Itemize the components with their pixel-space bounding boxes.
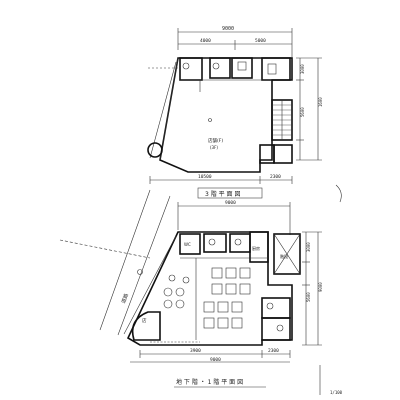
lower-kitchen: [249, 231, 269, 263]
upper-title-frame: [197, 187, 263, 199]
lower-dim-bottom-seg: 2300: [268, 348, 279, 354]
upper-dim-bottom-seg: 2300: [270, 174, 281, 180]
upper-dim-bottom-total: 10500: [198, 174, 212, 180]
upper-plan-title: 3 階 平 面 図: [205, 190, 240, 198]
upper-room-label-2: (3F): [210, 145, 218, 150]
lower-dim-room-w: 3900: [190, 348, 201, 354]
upper-dim-top-a: 4000: [200, 38, 211, 44]
lower-floor-plan: 9000 道路 店 WC 厨房 階段: [59, 189, 323, 363]
lower-room-wc: [179, 233, 201, 255]
scale-note: 1/100: [330, 390, 343, 395]
margin-mark: [335, 184, 342, 203]
lower-plan-title: 地 下 階 ・ 1 階 平 面 図: [176, 378, 243, 386]
lower-dim-right-c: 9000: [318, 282, 323, 292]
upper-round-column: [147, 142, 163, 158]
road-edge: [99, 189, 151, 331]
lower-round-entry: [131, 311, 161, 341]
upper-dim-right-b: 5600: [300, 107, 305, 117]
upper-floor-plan: 9000 4000 5000 店舗: [147, 26, 323, 184]
store-label: 店: [142, 317, 147, 324]
stair-label: 階段: [280, 253, 288, 259]
lower-stair-box: [273, 233, 301, 275]
upper-dim-top-b: 5000: [255, 38, 266, 44]
wc-label: WC: [184, 242, 191, 247]
upper-dim-right-c: 1600: [318, 97, 323, 107]
seating-area: [163, 267, 251, 329]
lower-dim-right-a: 3000: [306, 242, 311, 252]
lower-dim-right-b: 5600: [306, 292, 311, 302]
upper-outline: [159, 57, 293, 173]
upper-dim-right-a: 3000: [300, 64, 305, 74]
road-label: 道路: [120, 293, 130, 305]
upper-dim-top-total: 9000: [222, 26, 234, 32]
lower-dim-bottom-total: 9000: [210, 357, 221, 363]
upper-room-wc: [179, 57, 203, 81]
lower-dim-top-total: 9000: [225, 200, 236, 206]
upper-room-label: 店舗(F): [208, 137, 223, 144]
kitchen-label: 厨房: [252, 245, 260, 251]
